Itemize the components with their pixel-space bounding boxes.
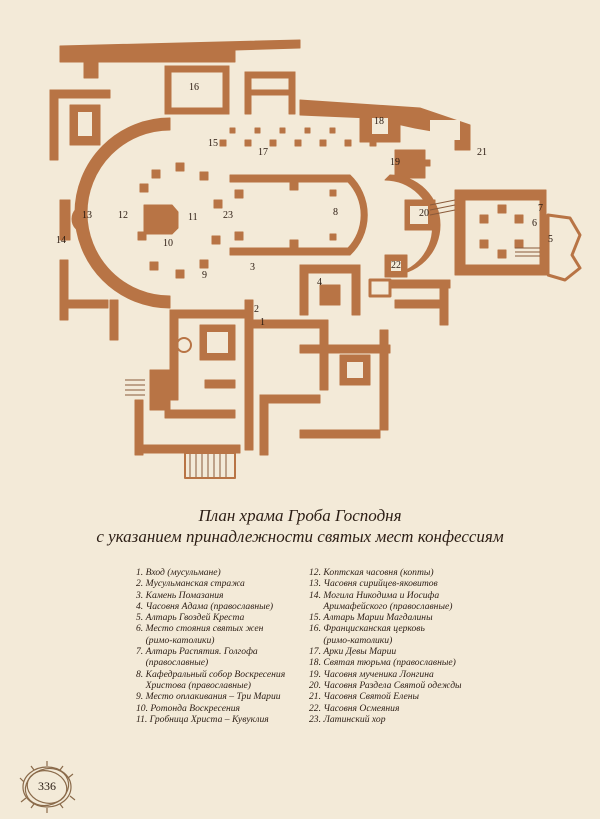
church-floor-plan: 1 2 3 4 5 6 7 8 9 10 11 12 13 14 15 16 1… xyxy=(49,39,582,479)
legend-item: 22. Часовня Осмеяния xyxy=(309,702,400,714)
plan-label-8: 8 xyxy=(333,207,338,218)
plan-label-3: 3 xyxy=(250,262,255,273)
chapel-4 xyxy=(299,264,361,274)
plan-label-5: 5 xyxy=(548,234,553,245)
rotunda-ring xyxy=(74,117,171,309)
plan-label-7: 7 xyxy=(538,203,543,214)
legend-item: 8. Кафедральный собор Воскресения xyxy=(136,668,286,680)
plan-label-19: 19 xyxy=(390,157,400,168)
arcade-17 xyxy=(219,127,377,147)
legend-item: 15. Алтарь Марии Магдалины xyxy=(309,612,433,624)
legend-item: Христова (православные) xyxy=(136,679,251,691)
plan-label-9: 9 xyxy=(202,270,207,281)
plan-label-12: 12 xyxy=(118,210,128,221)
legend-item: 16. Францисканская церковь xyxy=(309,623,425,635)
legend-item: 14. Могила Никодима и Иосифа xyxy=(309,589,440,601)
legend-item: 13. Часовня сирийцев-яковитов xyxy=(309,578,438,590)
plan-label-17: 17 xyxy=(258,147,268,158)
legend-item: 23. Латинский хор xyxy=(309,713,386,725)
legend-item: 6. Место стояния святых жен xyxy=(136,623,264,635)
plan-labels: 1 2 3 4 5 6 7 8 9 10 11 12 13 14 15 16 1… xyxy=(56,82,553,328)
plan-label-16: 16 xyxy=(189,82,199,93)
stairs xyxy=(125,199,540,396)
legend-item: Аримафейского (православные) xyxy=(309,600,453,612)
plan-label-11: 11 xyxy=(188,212,198,223)
west-block xyxy=(49,89,111,99)
legend-item: 11. Гробница Христа – Кувуклия xyxy=(136,713,269,725)
chapel-13 xyxy=(71,204,87,234)
plan-caption: План храма Гроба Господня с указанием пр… xyxy=(0,505,600,547)
plan-label-21: 21 xyxy=(477,147,487,158)
plan-label-23: 23 xyxy=(223,210,233,221)
legend-right-column: 12. Коптская часовня (копты) 13. Часовня… xyxy=(309,567,479,725)
legend-item: 19. Часовня мученика Лонгина xyxy=(309,668,434,680)
plan-label-13: 13 xyxy=(82,210,92,221)
edicule xyxy=(143,204,179,235)
legend-item: (православные) xyxy=(136,657,209,669)
legend-left-column: 1. Вход (мусульмане) 2. Мусульманская ст… xyxy=(136,567,296,725)
legend-item: 12. Коптская часовня (копты) xyxy=(309,567,434,578)
plan-label-20: 20 xyxy=(419,208,429,219)
southwest-block xyxy=(169,309,246,319)
plan-label-6: 6 xyxy=(532,218,537,229)
rotunda-piers xyxy=(137,162,223,279)
legend-item: 9. Место оплакивания – Три Марии xyxy=(136,691,281,703)
legend-item: 20. Часовня Раздела Святой одежды xyxy=(309,679,462,691)
legend-item: 18. Святая тюрьма (православные) xyxy=(309,657,456,669)
plan-label-22: 22 xyxy=(391,260,401,271)
legend-item: (римо-католики) xyxy=(309,634,393,646)
plan-label-10: 10 xyxy=(163,238,173,249)
plan-label-1: 1 xyxy=(260,317,265,328)
legend-item: 17. Арки Девы Марии xyxy=(309,646,397,658)
north-wall xyxy=(59,39,301,63)
east-block xyxy=(299,99,471,151)
north-tower xyxy=(83,57,99,79)
legend-item: (римо-католики) xyxy=(136,634,215,646)
south-courtyard xyxy=(244,299,254,451)
st-helena-chapel xyxy=(454,189,546,276)
legend-item: 7. Алтарь Распятия. Голгофа xyxy=(136,646,258,658)
legend-item: 4. Часовня Адама (православные) xyxy=(136,600,274,612)
plan-label-15: 15 xyxy=(208,138,218,149)
plan-label-4: 4 xyxy=(317,277,322,288)
thorn-wreath-icon xyxy=(19,761,76,813)
caption-line-1: План храма Гроба Господня xyxy=(198,506,402,525)
legend-item: 2. Мусульманская стража xyxy=(136,578,245,590)
katholikon xyxy=(229,174,368,256)
legend-item: 21. Часовня Святой Елены xyxy=(309,691,420,703)
legend-item: 5. Алтарь Гвоздей Креста xyxy=(136,612,245,624)
page-number: 336 xyxy=(38,779,56,793)
caption-line-2: с указанием принадлежности святых мест к… xyxy=(96,527,504,546)
plan-label-14: 14 xyxy=(56,235,66,246)
room-16-wall xyxy=(164,65,230,73)
legend-item: 3. Камень Помазания xyxy=(136,589,224,601)
legend-item: 10. Ротонда Воскресения xyxy=(136,702,240,714)
plan-label-2: 2 xyxy=(254,304,259,315)
legend-item: 1. Вход (мусульмане) xyxy=(136,567,221,578)
plan-label-18: 18 xyxy=(374,116,384,127)
